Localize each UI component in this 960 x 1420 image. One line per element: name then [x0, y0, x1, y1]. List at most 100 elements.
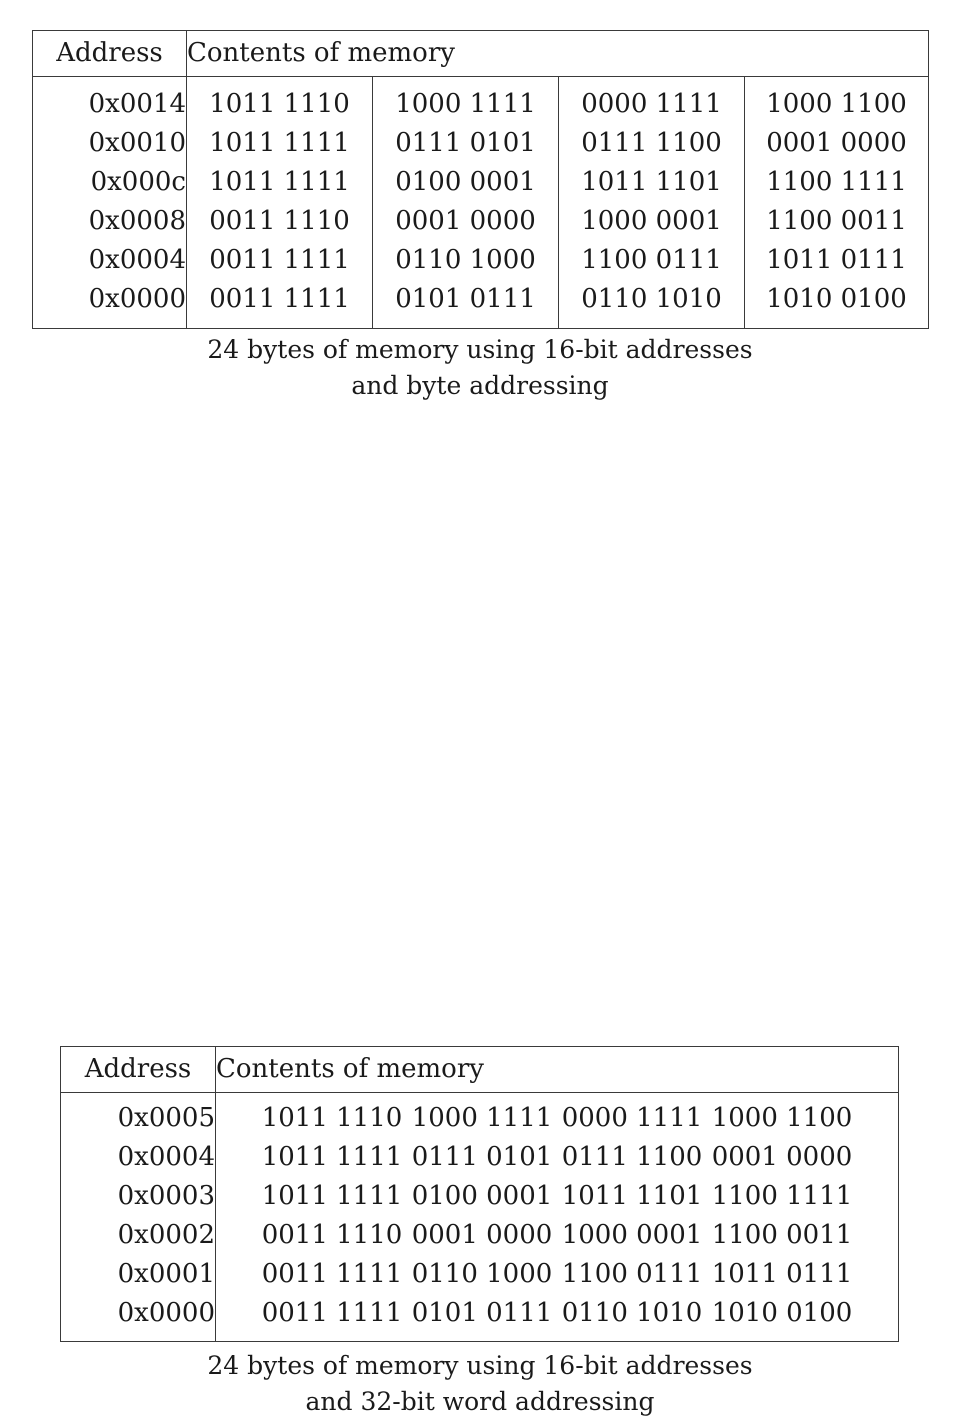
byte-group: 0111 1100	[561, 1142, 703, 1172]
byte-cell: 1011 1111	[186, 163, 373, 202]
column-header-address: Address	[60, 1046, 216, 1093]
byte-cell: 0011 1110	[186, 202, 373, 241]
table-row: 0x000c 1011 1111 0100 0001 1011 1101 110…	[33, 163, 929, 202]
table-row: 0x0000 0011 1111 0101 0111 0110 1010 101…	[33, 280, 929, 319]
table-row: 0x0001 0011 1111 0110 1000 1100 0111 1011 0…	[61, 1255, 899, 1294]
caption-line-1: 24 bytes of memory using 16-bit addresse…	[207, 335, 753, 364]
byte-cell: 0011 1111	[186, 280, 373, 319]
byte-group: 1100 1111	[711, 1181, 853, 1211]
figure-caption-byte-addressing: 24 bytes of memory using 16-bit addresse…	[0, 332, 960, 404]
byte-group: 0001 0000	[711, 1142, 853, 1172]
byte-cell: 1100 1111	[744, 163, 929, 202]
word-cell: 1011 1110 1000 1111 0000 1111 1000 1100	[215, 1099, 899, 1138]
spacer-cell	[33, 77, 187, 86]
address-cell: 0x0004	[88, 245, 186, 275]
byte-group: 0110 1010	[561, 1298, 703, 1328]
address-cell: 0x0004	[117, 1142, 215, 1172]
byte-cell: 0000 1111	[558, 85, 745, 124]
spacer-cell	[372, 76, 559, 85]
caption-line-2: and 32-bit word addressing	[305, 1387, 655, 1416]
byte-cell: 1000 1100	[744, 85, 929, 124]
table-row: 0x0004 0011 1111 0110 1000 1100 0111 101…	[33, 241, 929, 280]
byte-cell: 0001 0000	[744, 124, 929, 163]
word-cell: 1011 1111 0111 0101 0111 1100 0001 0000	[215, 1138, 899, 1177]
byte-cell: 0100 0001	[372, 163, 559, 202]
word-cell: 0011 1111 0101 0111 0110 1010 1010 0100	[215, 1294, 899, 1333]
table-row: 0x0000 0011 1111 0101 0111 0110 1010 1010 0…	[61, 1294, 899, 1333]
column-header-address: Address	[32, 30, 187, 77]
spacer-cell	[215, 1333, 899, 1342]
byte-cell: 0110 1000	[372, 241, 559, 280]
byte-group: 0011 1111	[261, 1298, 403, 1328]
byte-cell: 0110 1010	[558, 280, 745, 319]
byte-group: 0100 0001	[411, 1181, 553, 1211]
address-cell: 0x0014	[88, 89, 186, 119]
word-cell: 0011 1111 0110 1000 1100 0111 1011 0111	[215, 1255, 899, 1294]
address-cell: 0x0005	[117, 1103, 215, 1133]
byte-group: 0001 0000	[411, 1220, 553, 1250]
table-row: 0x0010 1011 1111 0111 0101 0111 1100 000…	[33, 124, 929, 163]
spacer-cell	[186, 319, 373, 329]
byte-cell: 1010 0100	[744, 280, 929, 319]
byte-cell: 1100 0011	[744, 202, 929, 241]
memory-table-byte-addressing: Address Contents of memory 0x0014 1011 1…	[32, 30, 929, 329]
spacer-cell	[33, 319, 187, 329]
word-cell: 1011 1111 0100 0001 1011 1101 1100 1111	[215, 1177, 899, 1216]
spacer-row	[33, 76, 929, 86]
byte-cell: 0111 0101	[372, 124, 559, 163]
byte-group: 0110 1000	[411, 1259, 553, 1289]
spacer-cell	[372, 319, 559, 329]
byte-group: 1011 0111	[711, 1259, 853, 1289]
byte-cell: 1011 0111	[744, 241, 929, 280]
address-cell: 0x0008	[88, 206, 186, 236]
byte-group: 1011 1111	[261, 1181, 403, 1211]
caption-line-1: 24 bytes of memory using 16-bit addresse…	[207, 1351, 753, 1380]
byte-cell: 0111 1100	[558, 124, 745, 163]
byte-group: 1000 0001	[561, 1220, 703, 1250]
byte-group: 0011 1111	[261, 1259, 403, 1289]
spacer-cell	[558, 319, 745, 329]
column-header-contents: Contents of memory	[215, 1046, 899, 1093]
spacer-cell	[61, 1333, 216, 1342]
byte-cell: 1011 1110	[186, 85, 373, 124]
byte-group: 1011 1111	[261, 1142, 403, 1172]
spacer-row	[33, 319, 929, 329]
table-row: 0x0002 0011 1110 0001 0000 1000 0001 1100 0…	[61, 1216, 899, 1255]
spacer-row	[61, 1333, 899, 1342]
column-header-contents: Contents of memory	[186, 30, 929, 77]
table-header-row: Address Contents of memory	[32, 30, 929, 77]
spacer-cell	[558, 76, 745, 85]
byte-group: 0101 0111	[411, 1298, 553, 1328]
byte-group: 1000 1111	[411, 1103, 553, 1133]
byte-group: 1100 0011	[711, 1220, 853, 1250]
byte-cell: 0001 0000	[372, 202, 559, 241]
byte-cell: 1100 0111	[558, 241, 745, 280]
word-cell: 0011 1110 0001 0000 1000 0001 1100 0011	[215, 1216, 899, 1255]
spacer-cell	[744, 76, 929, 85]
address-cell: 0x0002	[117, 1220, 215, 1250]
table-header-row: Address Contents of memory	[60, 1046, 899, 1093]
caption-line-2: and byte addressing	[351, 371, 609, 400]
byte-group: 1000 1100	[711, 1103, 853, 1133]
address-cell: 0x0001	[117, 1259, 215, 1289]
memory-table-word-addressing: Address Contents of memory 0x0005 1011 1…	[60, 1046, 899, 1342]
address-cell: 0x0000	[88, 284, 186, 314]
table-row: 0x0008 0011 1110 0001 0000 1000 0001 110…	[33, 202, 929, 241]
byte-group: 1011 1110	[261, 1103, 403, 1133]
address-cell: 0x000c	[90, 167, 186, 197]
byte-cell: 0011 1111	[186, 241, 373, 280]
byte-group: 1100 0111	[561, 1259, 703, 1289]
address-cell: 0x0003	[117, 1181, 215, 1211]
byte-group: 0000 1111	[561, 1103, 703, 1133]
table-row: 0x0004 1011 1111 0111 0101 0111 1100 0001 0…	[61, 1138, 899, 1177]
byte-group: 1010 0100	[711, 1298, 853, 1328]
byte-cell: 1000 1111	[372, 85, 559, 124]
address-cell: 0x0000	[117, 1298, 215, 1328]
byte-group: 0011 1110	[261, 1220, 403, 1250]
byte-group: 1011 1101	[561, 1181, 703, 1211]
byte-group: 0111 0101	[411, 1142, 553, 1172]
table-row: 0x0003 1011 1111 0100 0001 1011 1101 1100 1…	[61, 1177, 899, 1216]
byte-cell: 1011 1101	[558, 163, 745, 202]
byte-cell: 1000 0001	[558, 202, 745, 241]
byte-cell: 0101 0111	[372, 280, 559, 319]
